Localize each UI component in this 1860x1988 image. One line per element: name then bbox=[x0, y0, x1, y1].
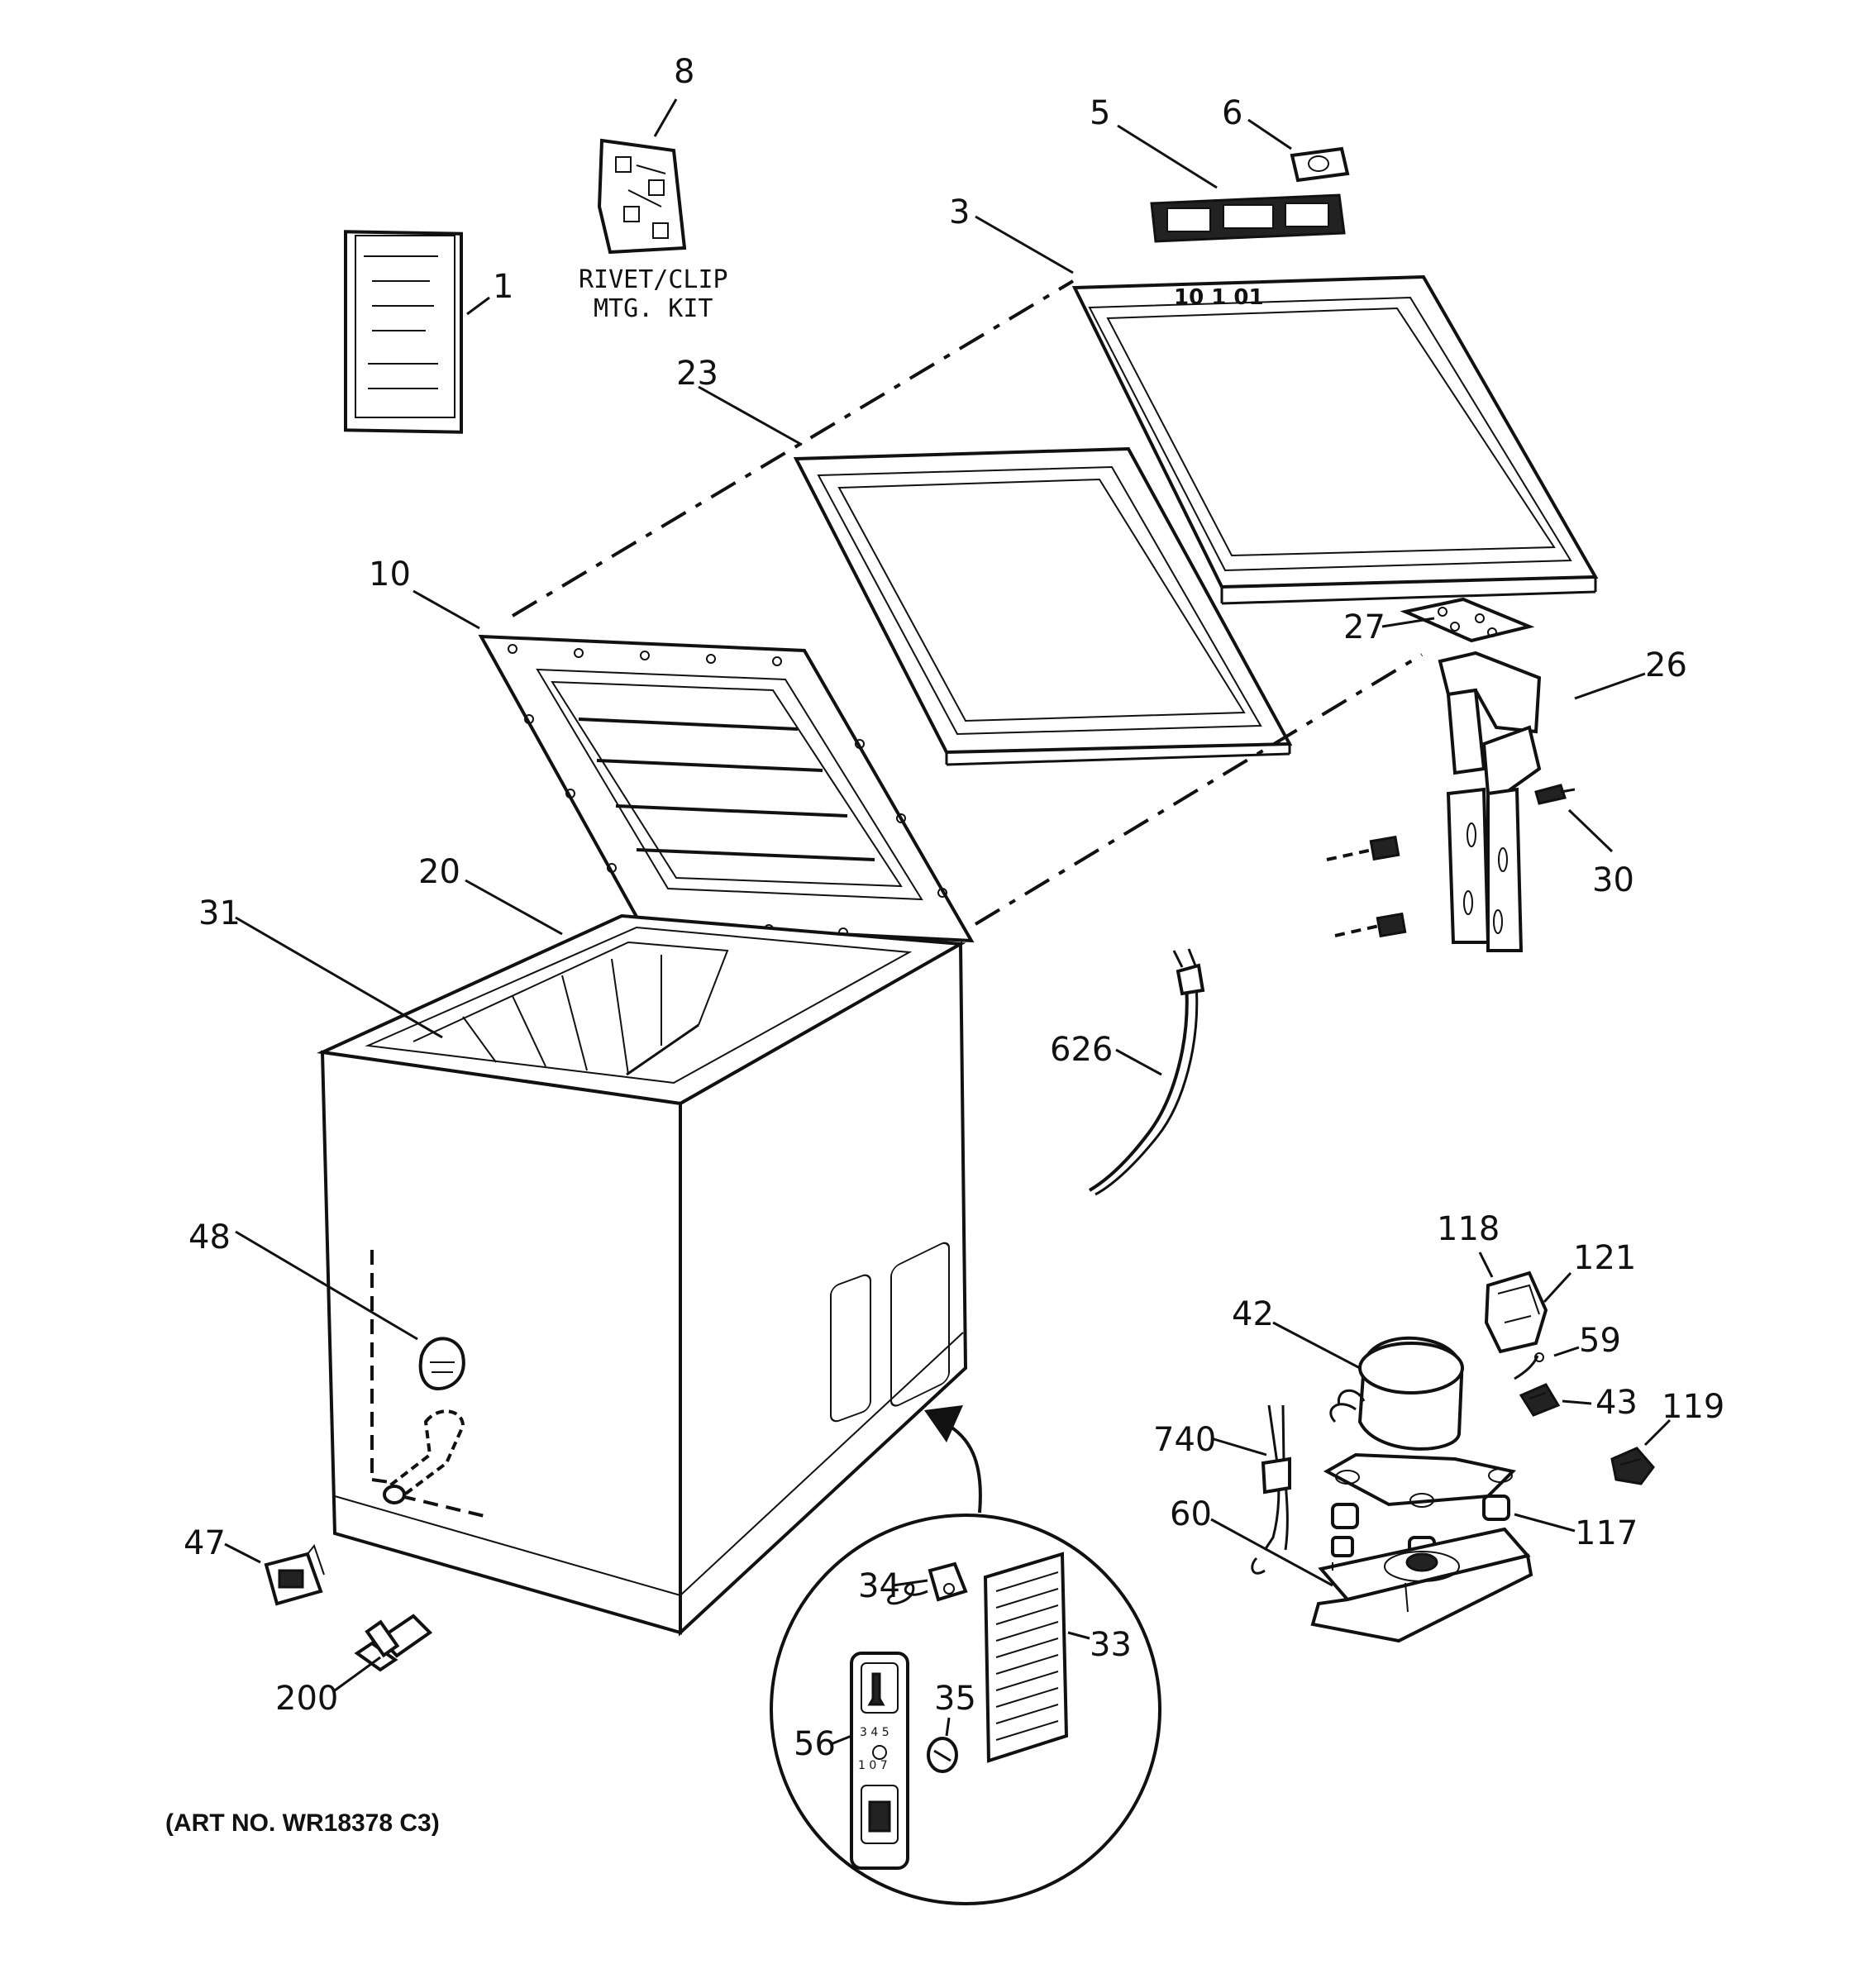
callout-42: 42 bbox=[1232, 1295, 1274, 1333]
lid-part: 10 1 01 bbox=[1071, 274, 1599, 605]
callout-1: 1 bbox=[493, 268, 513, 306]
callout-56: 56 bbox=[794, 1725, 836, 1763]
callout-59: 59 bbox=[1579, 1322, 1621, 1360]
callout-34: 34 bbox=[858, 1567, 900, 1605]
callout-740: 740 bbox=[1153, 1421, 1216, 1459]
kit-label-line2: MTG. KIT bbox=[594, 294, 713, 323]
callout-20: 20 bbox=[418, 853, 460, 891]
compressor-base-part bbox=[1310, 1527, 1533, 1643]
manual-booklet-part bbox=[344, 230, 463, 434]
kit-label-line1: RIVET/CLIP bbox=[579, 265, 728, 294]
compressor-part bbox=[1323, 1336, 1517, 1508]
arrow-icon bbox=[924, 1405, 963, 1442]
callout-8: 8 bbox=[674, 53, 694, 91]
drain-fitting-part bbox=[354, 1614, 433, 1672]
assembly-guide-lines bbox=[511, 279, 1424, 926]
rivet-clip-kit-part bbox=[597, 138, 687, 255]
callout-121: 121 bbox=[1573, 1239, 1636, 1277]
callout-10: 10 bbox=[369, 555, 411, 594]
hinge-screw-part bbox=[1534, 784, 1576, 805]
grommets-part bbox=[1331, 1495, 1510, 1562]
svg-text:10 1 01: 10 1 01 bbox=[1174, 285, 1264, 310]
power-cord-part bbox=[1088, 948, 1205, 1196]
callout-200: 200 bbox=[275, 1680, 338, 1718]
control-detail-inset: 34 33 3 4 5 1 0 7 bbox=[770, 1514, 1161, 1905]
hinge-part bbox=[1326, 651, 1542, 952]
svg-text:3 4 5: 3 4 5 bbox=[860, 1726, 889, 1739]
callout-60: 60 bbox=[1170, 1495, 1212, 1533]
callout-26: 26 bbox=[1645, 646, 1687, 684]
callout-119: 119 bbox=[1662, 1388, 1724, 1426]
svg-text:1 0 7: 1 0 7 bbox=[858, 1759, 888, 1772]
cabinet-part bbox=[316, 913, 968, 1637]
vent-grille-part bbox=[983, 1552, 1069, 1763]
drain-cap-part bbox=[264, 1543, 325, 1606]
callout-6: 6 bbox=[1222, 94, 1242, 132]
drain-assembly bbox=[370, 1250, 489, 1518]
relay-part bbox=[1610, 1447, 1655, 1485]
relay-cover-part bbox=[1484, 1271, 1548, 1354]
callout-31: 31 bbox=[198, 894, 241, 932]
capillary-tube-part bbox=[1251, 1404, 1291, 1575]
callout-48: 48 bbox=[188, 1218, 231, 1256]
callout-33: 33 bbox=[1090, 1626, 1132, 1664]
callout-5: 5 bbox=[1090, 94, 1110, 132]
callout-117: 117 bbox=[1575, 1514, 1638, 1552]
lid-gasket-part bbox=[793, 446, 1293, 766]
inner-lid-liner-part bbox=[478, 634, 975, 943]
control-panel-part: 3 4 5 1 0 7 bbox=[850, 1652, 909, 1870]
thermostat-part bbox=[887, 1561, 968, 1605]
callout-23: 23 bbox=[676, 355, 718, 393]
callout-3: 3 bbox=[949, 193, 970, 231]
control-knob-part bbox=[927, 1737, 958, 1773]
hinge-pad-part bbox=[1400, 597, 1535, 643]
lid-bumper-part bbox=[1150, 193, 1346, 243]
clip-part bbox=[1514, 1352, 1544, 1380]
callout-43: 43 bbox=[1595, 1384, 1638, 1422]
callout-27: 27 bbox=[1343, 608, 1385, 646]
callout-47: 47 bbox=[184, 1524, 226, 1562]
callout-626: 626 bbox=[1050, 1031, 1113, 1069]
art-number: (ART NO. WR18378 C3) bbox=[165, 1809, 440, 1837]
callout-35: 35 bbox=[934, 1680, 976, 1718]
lock-part bbox=[1290, 146, 1350, 183]
callout-30: 30 bbox=[1592, 861, 1634, 899]
overload-part bbox=[1519, 1383, 1561, 1417]
callout-118: 118 bbox=[1437, 1210, 1500, 1248]
